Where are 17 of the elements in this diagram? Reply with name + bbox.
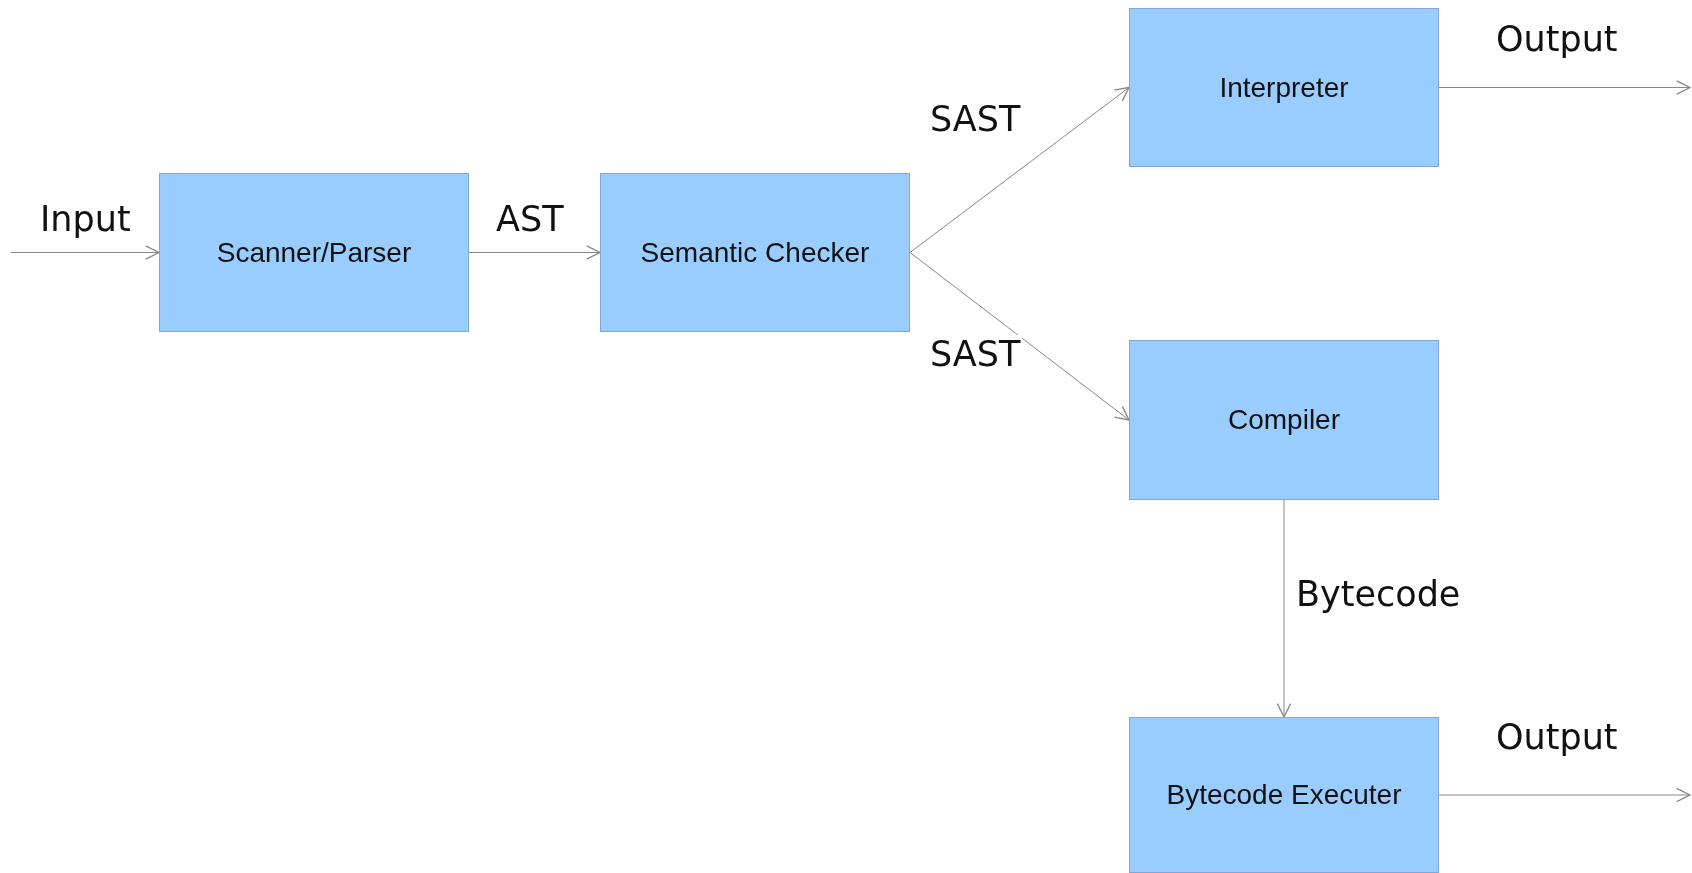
process-box: [600, 173, 910, 332]
arrow: [10, 245, 160, 260]
box-label: Scanner/Parser: [216, 236, 412, 269]
arrow: [1276, 499, 1292, 718]
box-label: Bytecode Executer: [1166, 779, 1402, 811]
process-box: [1129, 340, 1439, 500]
arrow: [468, 245, 601, 260]
process-box: [159, 173, 469, 332]
arrow: [909, 252, 1130, 421]
arrow: [1438, 787, 1691, 803]
box-label: Interpreter: [1219, 71, 1349, 104]
process-box: [1129, 8, 1439, 167]
process-box: [1129, 717, 1439, 873]
box-label: Compiler: [1228, 404, 1340, 436]
arrow: [909, 86, 1130, 253]
arrow: [1438, 80, 1691, 95]
box-label: Semantic Checker: [640, 236, 870, 269]
